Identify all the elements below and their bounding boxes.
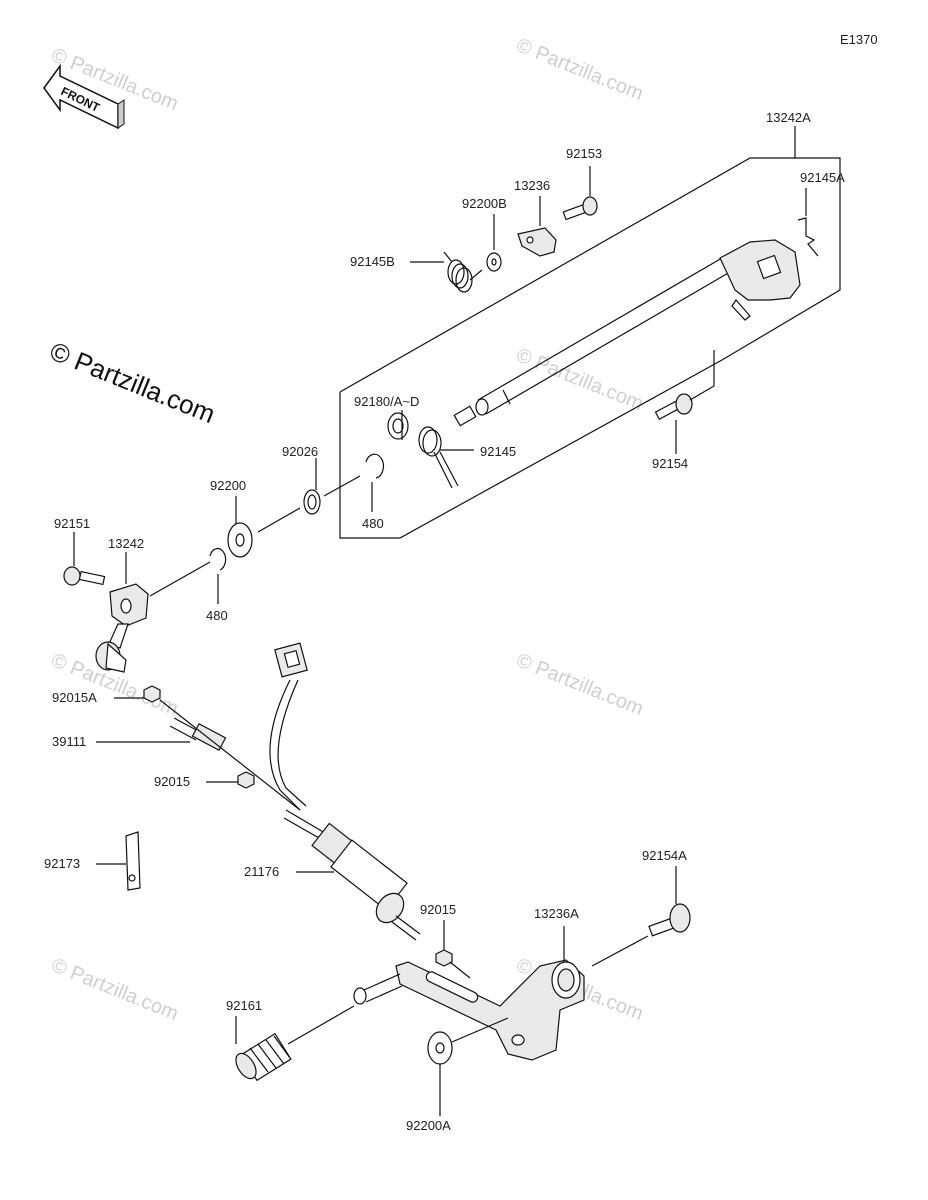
label-92200: 92200 <box>210 478 246 493</box>
label-13242: 13242 <box>108 536 144 551</box>
shift-lever-13242 <box>95 583 149 673</box>
bolt-92153 <box>562 196 598 221</box>
bolt-92154A <box>648 903 691 937</box>
watermark: © Partzilla.com <box>513 34 646 105</box>
label-92145: 92145 <box>480 444 516 459</box>
label-92154A: 92154A <box>642 848 687 863</box>
label-92154: 92154 <box>652 456 688 471</box>
label-39111: 39111 <box>52 734 86 749</box>
label-480-upper: 480 <box>362 516 384 531</box>
part-labels: 13242A 92153 92145A 13236 92200B 92145B … <box>44 110 845 1133</box>
bolt-92151 <box>63 566 106 586</box>
label-13242A: 13242A <box>766 110 811 125</box>
nut-92015A <box>143 685 161 703</box>
circlip-480-lower <box>209 547 227 571</box>
label-92161: 92161 <box>226 998 262 1013</box>
footpeg-92161 <box>235 1032 292 1082</box>
label-92151: 92151 <box>54 516 90 531</box>
label-92015-lower: 92015 <box>420 902 456 917</box>
label-21176: 21176 <box>244 864 279 879</box>
pivot-pin <box>353 973 403 1005</box>
circlip-480-upper <box>365 453 385 479</box>
label-92015A: 92015A <box>52 690 97 705</box>
nut-92015-upper <box>237 771 255 789</box>
spring-92145 <box>418 426 459 489</box>
label-92200A: 92200A <box>406 1118 451 1133</box>
label-92026: 92026 <box>282 444 318 459</box>
label-480-lower: 480 <box>206 608 228 623</box>
rod-39111 <box>169 717 227 752</box>
watermark-main: © Partzilla.com <box>46 336 220 429</box>
assembly-outline <box>339 157 841 393</box>
label-92180: 92180/A~D <box>354 394 419 409</box>
link-92173 <box>125 831 141 891</box>
shift-shaft <box>453 239 801 427</box>
bolt-92154 <box>654 393 693 420</box>
plate-13236 <box>517 227 557 257</box>
label-13236A: 13236A <box>534 906 579 921</box>
watermark: © Partzilla.com <box>513 649 646 720</box>
label-13236: 13236 <box>514 178 550 193</box>
label-92015-upper: 92015 <box>154 774 190 789</box>
nut-92015-lower <box>435 949 453 967</box>
label-92145B: 92145B <box>350 254 395 269</box>
watermark: © Partzilla.com <box>48 954 181 1025</box>
pedal-lever-13236A <box>395 959 585 1061</box>
label-92153: 92153 <box>566 146 602 161</box>
watermark: © Partzilla.com <box>513 344 646 415</box>
spring-92145A <box>797 217 819 257</box>
diagram-code: E1370 <box>840 32 878 47</box>
spring-92145B <box>443 251 483 293</box>
label-92200B: 92200B <box>462 196 507 211</box>
sensor-21176 <box>269 642 421 941</box>
label-92173: 92173 <box>44 856 80 871</box>
label-92145A: 92145A <box>800 170 845 185</box>
